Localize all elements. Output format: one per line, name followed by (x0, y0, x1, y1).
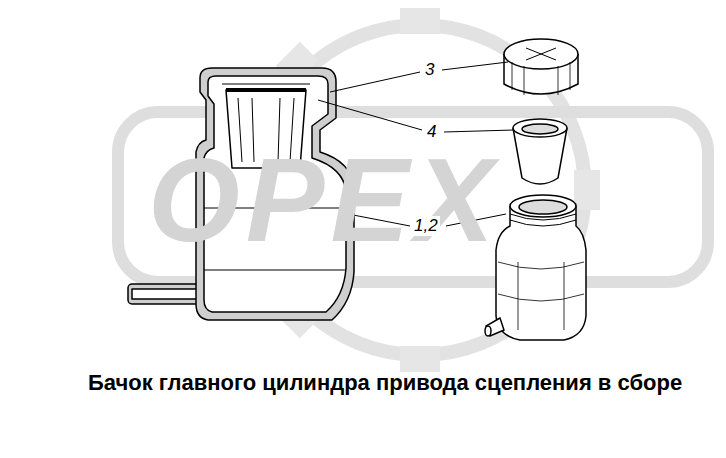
cap-part (504, 39, 578, 95)
figure-caption: Бачок главного цилиндра привода сцеплени… (88, 368, 703, 398)
watermark: OPEX (148, 140, 500, 260)
callout-number: 1,2 (412, 216, 440, 236)
callout-number: 4 (425, 122, 438, 142)
filter-part (513, 119, 567, 184)
callout-number: 3 (423, 60, 436, 80)
reservoir-part (485, 195, 586, 340)
